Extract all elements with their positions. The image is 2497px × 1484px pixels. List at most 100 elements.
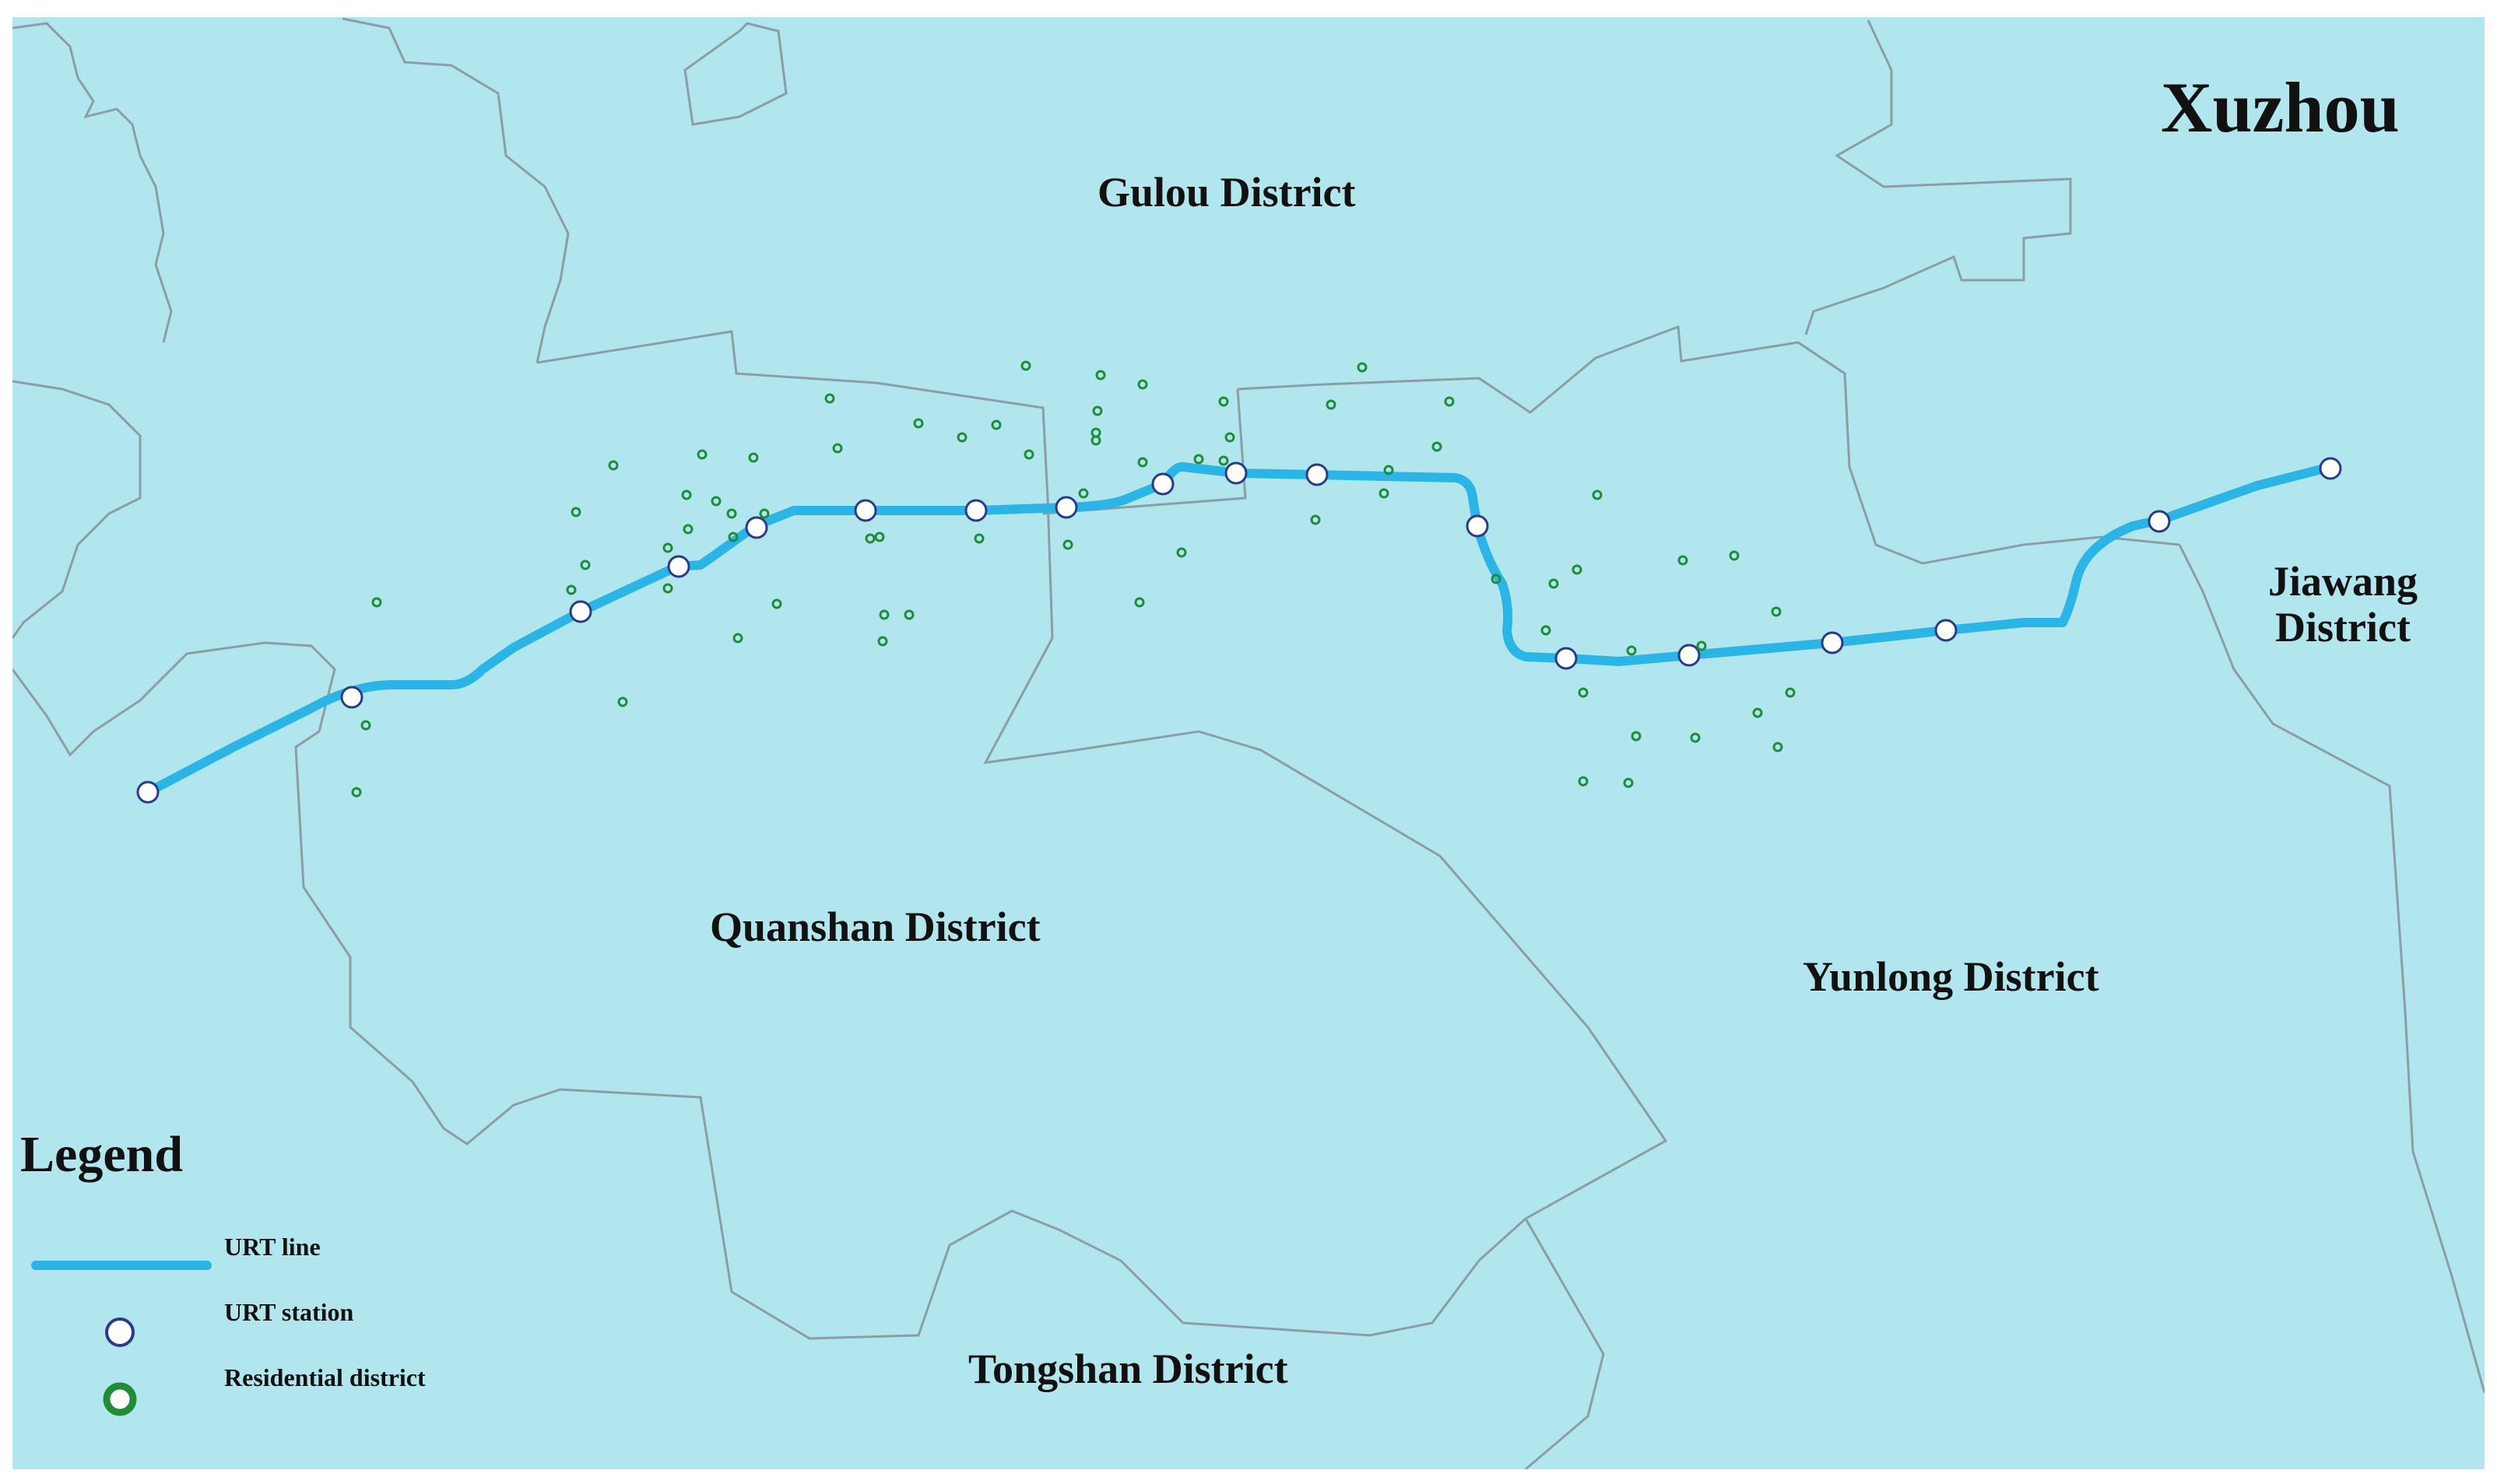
boundary-north-2 xyxy=(683,22,788,126)
district-label-jiawang-line2: District xyxy=(2275,604,2411,651)
residential-district-marker xyxy=(351,787,362,798)
urt-station-marker xyxy=(1677,644,1701,667)
urt-station-marker xyxy=(1224,461,1248,485)
urt-station-marker xyxy=(964,499,988,522)
residential-district-marker xyxy=(732,633,743,644)
residential-district-marker xyxy=(1785,687,1796,698)
residential-district-marker xyxy=(1310,514,1321,525)
residential-district-marker xyxy=(1623,777,1634,788)
residential-district-marker xyxy=(1548,578,1559,589)
residential-district-marker xyxy=(771,598,782,609)
residential-district-marker xyxy=(1357,362,1368,373)
residential-district-marker xyxy=(571,507,581,517)
residential-district-marker xyxy=(1578,687,1589,698)
legend-label-urt-station: URT station xyxy=(224,1298,354,1326)
urt-station-marker xyxy=(1934,619,1958,642)
residential-district-marker xyxy=(879,609,890,620)
residential-district-marker xyxy=(580,560,591,570)
urt-station-marker xyxy=(1466,514,1489,538)
boundary-west-3 xyxy=(12,641,1527,1340)
boundary-gulou-south xyxy=(536,330,1668,1220)
residential-district-marker xyxy=(1752,707,1763,718)
residential-district-marker xyxy=(1772,742,1783,753)
residential-district-marker xyxy=(1572,564,1582,575)
residential-district-marker xyxy=(1491,574,1501,584)
residential-district-marker xyxy=(904,609,915,620)
residential-district-marker xyxy=(1095,370,1106,381)
urt-station-marker xyxy=(2319,457,2342,480)
boundary-south-1 xyxy=(1524,1218,1605,1469)
residential-district-marker xyxy=(711,496,722,507)
boundary-north-3 xyxy=(1804,19,2072,335)
boundary-west-2 xyxy=(12,380,142,639)
residential-district-marker xyxy=(683,524,694,535)
residential-district-marker xyxy=(728,532,739,542)
urt-station-marker xyxy=(569,600,592,623)
residential-districts xyxy=(351,360,1796,798)
residential-district-marker xyxy=(566,584,577,595)
boundary-north-1 xyxy=(342,17,570,363)
legend-title: Legend xyxy=(20,1126,184,1183)
residential-district-marker xyxy=(748,452,759,463)
residential-district-marker xyxy=(991,419,1002,430)
legend-station-icon xyxy=(105,1317,135,1347)
residential-district-marker xyxy=(877,636,888,647)
legend-residential-icon xyxy=(103,1382,137,1416)
boundary-west-lake xyxy=(12,22,173,343)
map-title: Xuzhou xyxy=(2161,68,2400,147)
urt-station-marker xyxy=(1821,631,1844,654)
residential-district-marker xyxy=(1592,489,1603,500)
urt-station-marker xyxy=(1305,463,1329,486)
residential-district-marker xyxy=(662,542,673,553)
residential-district-marker xyxy=(1444,396,1455,407)
residential-district-marker xyxy=(1383,465,1394,475)
residential-district-marker xyxy=(824,393,835,404)
residential-district-marker xyxy=(1193,454,1204,465)
urt-line xyxy=(143,461,2335,797)
residential-district-marker xyxy=(865,533,876,544)
residential-district-marker xyxy=(1020,360,1031,371)
district-label-yunlong: Yunlong District xyxy=(1803,953,2099,1000)
legend-label-residential: Residential district xyxy=(224,1363,426,1391)
residential-district-marker xyxy=(1578,776,1589,787)
residential-district-marker xyxy=(1631,731,1642,742)
residential-district-marker xyxy=(1729,550,1740,561)
residential-district-marker xyxy=(1540,625,1551,636)
boundary-jiawang xyxy=(2178,544,2485,1394)
residential-district-marker xyxy=(360,720,371,731)
residential-district-marker xyxy=(1690,732,1701,743)
urt-station-marker xyxy=(1554,647,1578,670)
residential-district-marker xyxy=(1090,427,1101,438)
residential-district-marker xyxy=(1771,606,1782,617)
residential-district-marker xyxy=(1677,555,1688,566)
residential-district-marker xyxy=(726,508,737,519)
urt-station-marker xyxy=(667,555,690,578)
boundary-gulou-east xyxy=(1237,325,2180,565)
urt-station-marker xyxy=(745,516,768,539)
residential-district-marker xyxy=(1326,399,1336,410)
residential-district-marker xyxy=(957,432,968,443)
district-label-jiawang: Jiawang District xyxy=(2226,558,2460,651)
map-svg xyxy=(12,17,2485,1469)
residential-district-marker xyxy=(913,418,924,429)
urt-station-marker xyxy=(1151,472,1175,496)
urt-station-marker xyxy=(1055,496,1078,519)
residential-district-marker xyxy=(1626,645,1637,656)
residential-district-marker xyxy=(662,583,673,594)
map-canvas xyxy=(12,17,2485,1469)
residential-district-marker xyxy=(874,532,885,542)
urt-line-path xyxy=(143,461,2335,797)
district-label-quanshan: Quanshan District xyxy=(710,903,1041,950)
residential-district-marker xyxy=(1134,597,1145,608)
residential-district-marker xyxy=(974,533,985,544)
urt-station-marker xyxy=(340,686,363,709)
residential-district-marker xyxy=(697,449,708,460)
residential-district-marker xyxy=(832,443,843,454)
residential-district-marker xyxy=(1137,457,1148,468)
urt-station-marker xyxy=(854,499,877,522)
residential-district-marker xyxy=(1218,396,1229,407)
residential-district-marker xyxy=(1078,488,1089,499)
legend-graphics xyxy=(31,1261,212,1416)
residential-district-marker xyxy=(1092,405,1103,416)
urt-station-marker xyxy=(2148,510,2171,533)
